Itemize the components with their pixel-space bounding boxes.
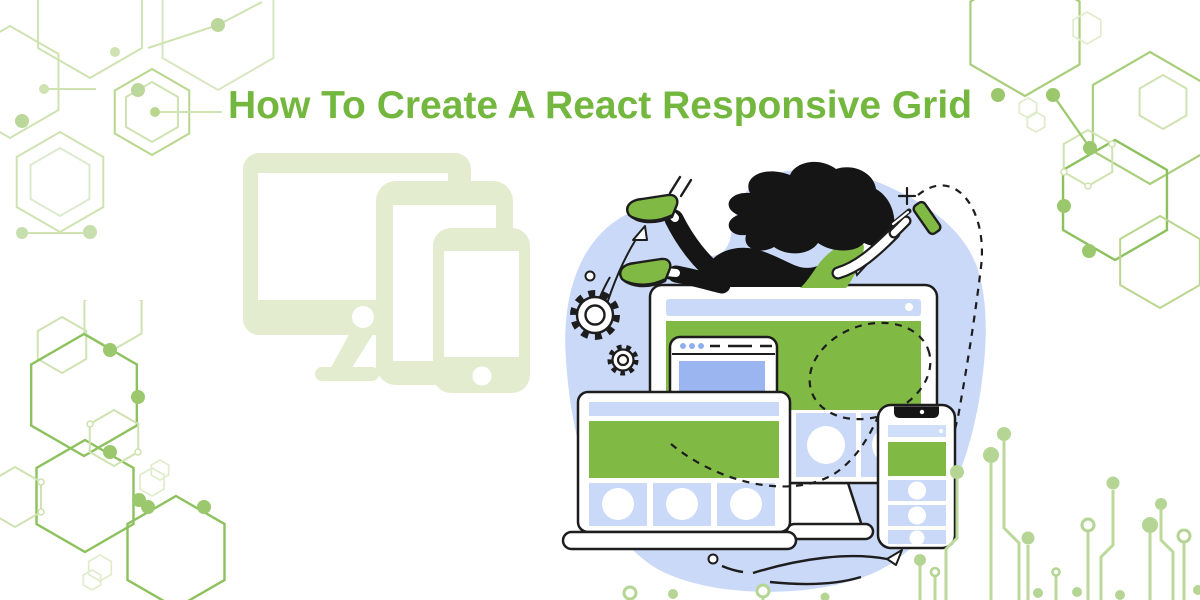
page-title: How To Create A React Responsive Grid (227, 84, 973, 127)
woman-torso (698, 247, 835, 287)
circuit-traces-bottom-right-decoration (944, 427, 1200, 600)
hex-node-dots (37, 343, 211, 516)
green-sneaker (626, 193, 679, 224)
responsive-devices-watermark (243, 153, 530, 393)
hexagon-pattern-top-right-decoration (969, 0, 1200, 309)
phone-address-bar (888, 425, 946, 437)
laptop (561, 390, 798, 551)
monitor-toolbar (666, 299, 921, 316)
handheld-phone (912, 200, 942, 236)
phone-hero-block (888, 442, 946, 476)
woman-with-smartphone (619, 161, 942, 294)
circuit-traces-bottom-center-decoration (622, 554, 941, 600)
circuit-nodes (622, 554, 941, 600)
circuit-nodes (950, 427, 1200, 600)
laptop-hero-block (589, 421, 779, 478)
monitor-base (785, 522, 875, 541)
gear-icon-small (607, 344, 639, 376)
phone-card-list (888, 480, 946, 546)
laptop-card-grid (589, 483, 775, 526)
hexagon-pattern-bottom-left-decoration (0, 300, 226, 600)
sparkle-icon (897, 186, 917, 206)
hex-connector-lines (28, 1, 263, 234)
woman-hair (728, 161, 895, 254)
hexagon-pattern-top-left-decoration (0, 0, 275, 239)
green-sneaker (619, 257, 672, 288)
hex-node-dots (15, 18, 225, 239)
laptop-base (561, 530, 798, 551)
hex-node-dots (991, 88, 1116, 258)
hex-connector-line (1052, 94, 1091, 149)
smartphone (876, 403, 957, 550)
laptop-toolbar (589, 402, 779, 416)
swoosh-arrow (707, 549, 903, 586)
main-illustration (561, 161, 986, 592)
phone-notch (894, 406, 939, 418)
gear-icon-large (570, 290, 620, 340)
